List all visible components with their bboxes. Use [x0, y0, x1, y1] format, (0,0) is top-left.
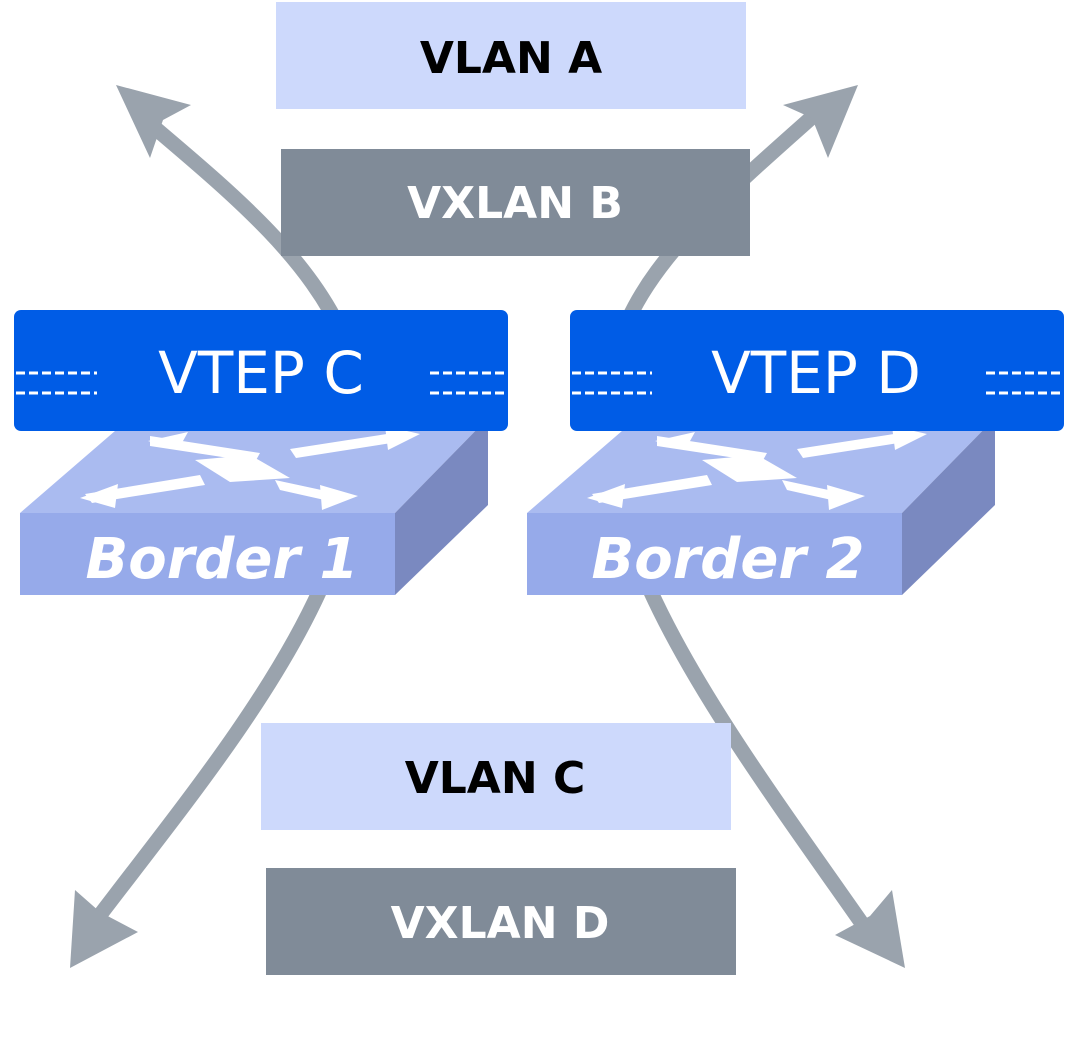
border-1-switch-side: [395, 418, 488, 595]
vlan-a-box: VLAN A: [276, 2, 746, 109]
arrow-lower-left-icon: [94, 586, 327, 920]
border-2-label: Border 2: [592, 527, 865, 592]
switch-arrows-icon: [80, 426, 420, 510]
vtep-c-box: VTEP C: [14, 310, 508, 431]
border-1-switch-front: [20, 513, 395, 595]
arrowheads: [70, 85, 905, 968]
vxlan-d-label: VXLAN D: [391, 898, 610, 949]
vtep-d-box: VTEP D: [570, 310, 1064, 431]
arrow-group: [94, 104, 877, 940]
vlan-c-label: VLAN C: [405, 753, 586, 804]
border-2-switch-front: [527, 513, 902, 595]
vtep-d-label: VTEP D: [711, 339, 921, 407]
arrowhead-upper-left-icon: [116, 85, 191, 158]
border-1-label: Border 1: [86, 527, 359, 592]
arrowhead-lower-left-icon: [70, 890, 138, 968]
border-2-switch: Border 2: [527, 418, 995, 595]
vlan-c-box: VLAN C: [261, 723, 731, 830]
border-1-switch: Border 1: [20, 418, 488, 595]
arrow-lower-right-icon: [643, 586, 877, 940]
arrow-upper-left-icon: [150, 122, 352, 344]
vxlan-d-box: VXLAN D: [266, 868, 736, 975]
vxlan-b-label: VXLAN B: [407, 178, 623, 229]
switch-arrows-icon: [587, 426, 927, 510]
vxlan-b-box: VXLAN B: [281, 149, 750, 256]
vtep-c-label: VTEP C: [158, 339, 364, 407]
vtep-c-tunnel-lines: [16, 371, 508, 395]
arrowhead-upper-right-icon: [783, 85, 858, 158]
vtep-d-tunnel-lines: [572, 371, 1064, 395]
vlan-a-label: VLAN A: [420, 33, 602, 84]
border-2-switch-side: [902, 418, 995, 595]
arrowhead-lower-right-icon: [835, 890, 905, 968]
